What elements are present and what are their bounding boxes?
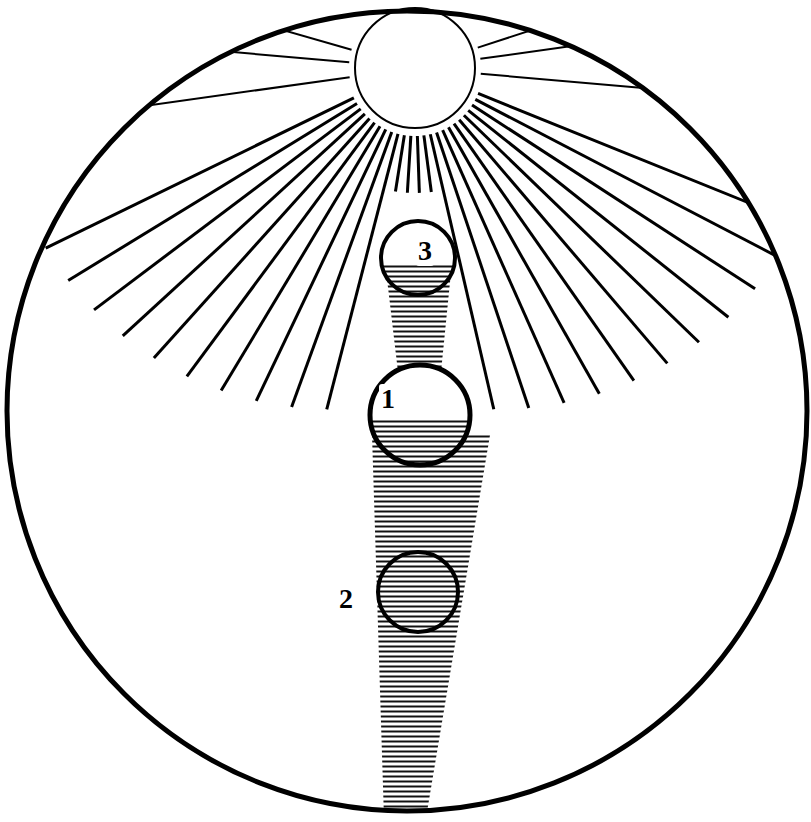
sun-ray xyxy=(407,136,410,193)
sun-ray xyxy=(454,124,634,381)
sun-rays xyxy=(0,0,811,409)
sun-ray xyxy=(292,132,392,407)
sun-ray xyxy=(424,135,431,192)
callout-number: 1 xyxy=(379,384,397,414)
sun-ray xyxy=(468,110,728,317)
sun-ray xyxy=(478,0,811,48)
frame-circle xyxy=(7,11,807,811)
sun-ray xyxy=(94,109,361,310)
moon-outline xyxy=(381,221,455,295)
sun-ray xyxy=(480,10,811,59)
callout-number: 3 xyxy=(416,236,434,266)
sun-ray xyxy=(68,104,357,281)
sun-ray xyxy=(459,120,667,364)
moon-shade xyxy=(368,418,472,468)
sun-ray xyxy=(154,119,370,358)
sun-ray xyxy=(417,136,419,193)
moon xyxy=(378,552,458,632)
shadow-cone xyxy=(372,435,490,818)
sun xyxy=(355,8,475,128)
sun-ray xyxy=(256,129,385,400)
sun-ray xyxy=(448,127,599,394)
callout-number: 2 xyxy=(337,584,355,614)
moon-outline xyxy=(370,365,470,465)
sun-ray xyxy=(0,31,349,62)
sun-ray xyxy=(46,98,354,248)
